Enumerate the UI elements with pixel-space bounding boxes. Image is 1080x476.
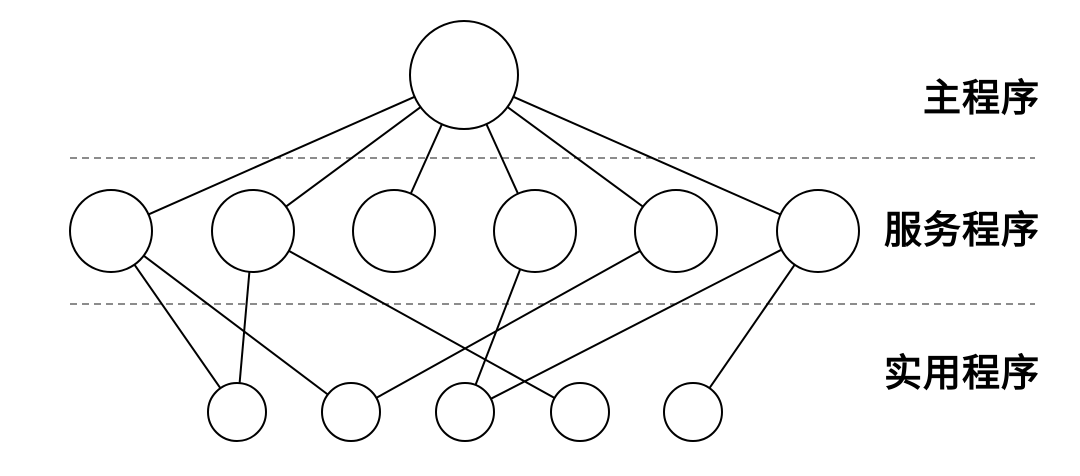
node-utility-2: [321, 382, 381, 442]
tier-label-service: 服务程序: [883, 208, 1040, 252]
edge-service-4-to-utility-3: [474, 268, 522, 386]
edge-service-2-to-utility-4: [288, 250, 556, 399]
node-utility-3: [435, 382, 495, 442]
edge-main-program-to-service-5: [506, 106, 644, 208]
node-utility-1: [207, 382, 267, 442]
node-service-4: [493, 189, 577, 273]
node-service-3: [352, 189, 436, 273]
node-service-6: [776, 189, 860, 273]
node-service-2: [211, 189, 295, 273]
nodes-layer: [69, 20, 860, 442]
edge-service-6-to-utility-3: [490, 248, 782, 400]
node-service-1: [69, 189, 153, 273]
edge-service-6-to-utility-5: [708, 264, 796, 389]
edge-main-program-to-service-3: [409, 123, 443, 195]
tier-label-utility: 实用程序: [883, 351, 1040, 395]
edge-service-2-to-utility-1: [238, 271, 251, 384]
edge-main-program-to-service-4: [485, 123, 519, 195]
node-main-program: [409, 20, 519, 130]
edge-main-program-to-service-6: [512, 95, 781, 216]
tier-label-main: 主程序: [922, 76, 1040, 120]
edge-main-program-to-service-2: [285, 106, 422, 208]
node-service-5: [634, 189, 718, 273]
edge-service-5-to-utility-2: [375, 250, 641, 399]
edges-layer: [133, 95, 796, 400]
edge-service-1-to-utility-1: [133, 264, 222, 389]
edge-service-1-to-utility-2: [143, 254, 329, 396]
node-utility-5: [663, 382, 723, 442]
node-utility-4: [550, 382, 610, 442]
edge-main-program-to-service-1: [148, 95, 416, 216]
